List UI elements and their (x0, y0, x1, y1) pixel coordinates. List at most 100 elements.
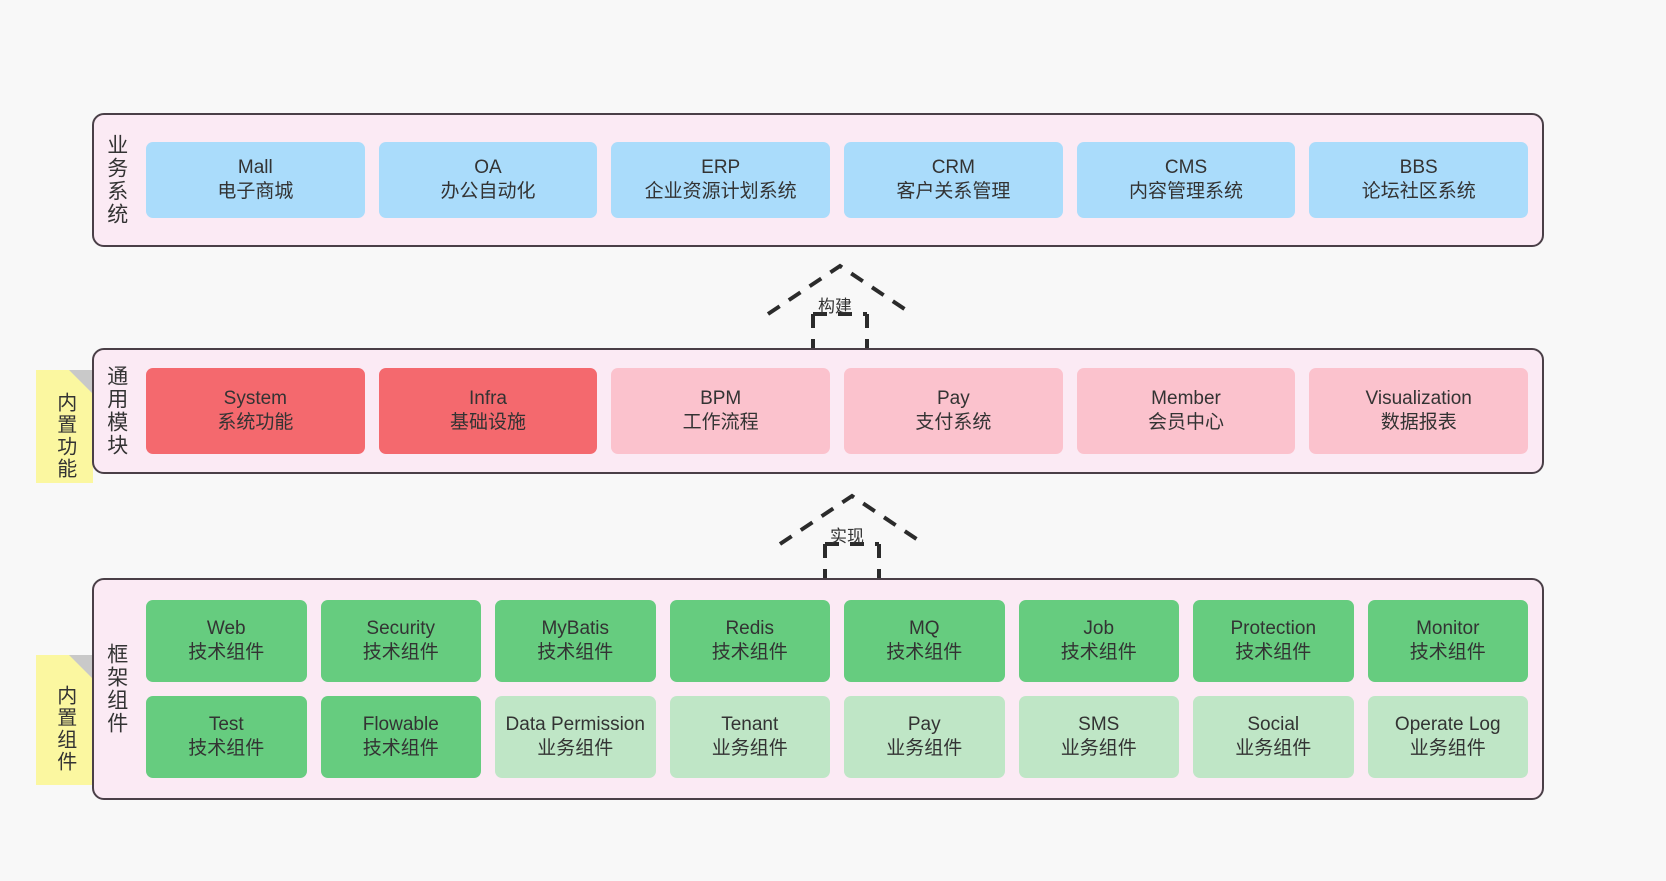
arrow-build-icon (766, 263, 914, 350)
node-test[interactable]: Test 技术组件 (146, 696, 307, 778)
node-mybatis[interactable]: MyBatis 技术组件 (495, 600, 656, 682)
node-cms[interactable]: CMS 内容管理系统 (1076, 142, 1296, 218)
node-pay[interactable]: Pay 支付系统 (844, 368, 1063, 454)
node-label-cn: 企业资源计划系统 (644, 181, 797, 202)
node-label-cn: 业务组件 (1409, 738, 1486, 759)
node-label-cn: 支付系统 (915, 412, 992, 433)
layer-title-business-systems: 业务系统 (104, 134, 128, 226)
node-label-cn: 技术组件 (886, 642, 963, 663)
node-label-en: Pay (936, 387, 970, 409)
layer-title-common-modules: 通用模块 (104, 365, 128, 457)
node-bpm[interactable]: BPM 工作流程 (611, 368, 831, 454)
node-label-en: Operate Log (1394, 713, 1501, 735)
node-label-cn: 技术组件 (362, 642, 439, 663)
node-social[interactable]: Social 业务组件 (1193, 696, 1354, 778)
node-label-cn: 办公自动化 (440, 181, 536, 202)
node-label-cn: 电子商城 (217, 181, 294, 202)
layer-title-framework-components: 框架组件 (104, 643, 128, 735)
node-mall[interactable]: Mall 电子商城 (146, 142, 365, 218)
node-redis[interactable]: Redis 技术组件 (669, 600, 830, 682)
note-label: 内置组件 (53, 685, 76, 773)
layer-body-framework-components: Web 技术组件 Security 技术组件 MyBatis 技术组件 Redi… (138, 580, 1542, 798)
node-mq[interactable]: MQ 技术组件 (844, 600, 1005, 682)
node-label-en: ERP (701, 156, 741, 178)
node-label-en: Data Permission (505, 713, 645, 735)
node-label-cn: 技术组件 (362, 738, 439, 759)
node-label-en: BBS (1399, 156, 1438, 178)
node-label-en: Monitor (1416, 617, 1480, 639)
node-label-en: MyBatis (541, 617, 610, 639)
node-label-cn: 技术组件 (1235, 642, 1312, 663)
node-label-cn: 业务组件 (886, 738, 963, 759)
node-label-cn: 会员中心 (1148, 412, 1225, 433)
arrow-implement: 实现 (762, 488, 942, 580)
node-label-cn: 技术组件 (188, 738, 265, 759)
node-label-en: MQ (908, 617, 940, 639)
node-pay-business[interactable]: Pay 业务组件 (844, 696, 1005, 778)
arrow-implement-label: 实现 (830, 527, 864, 546)
node-protection[interactable]: Protection 技术组件 (1193, 600, 1354, 682)
node-label-en: CMS (1164, 156, 1208, 178)
node-label-en: SMS (1078, 713, 1120, 735)
layer-body-business-systems: Mall 电子商城 OA 办公自动化 ERP 企业资源计划系统 CRM 客户关系… (138, 115, 1542, 245)
node-label-en: BPM (700, 387, 742, 409)
node-label-en: Infra (468, 387, 508, 409)
node-monitor[interactable]: Monitor 技术组件 (1367, 600, 1528, 682)
layer-row: System 系统功能 Infra 基础设施 BPM 工作流程 Pay 支付系统… (146, 368, 1529, 454)
node-visualization[interactable]: Visualization 数据报表 (1309, 368, 1529, 454)
node-label-cn: 数据报表 (1380, 412, 1457, 433)
node-bbs[interactable]: BBS 论坛社区系统 (1309, 142, 1529, 218)
node-security[interactable]: Security 技术组件 (320, 600, 481, 682)
node-label-en: Security (366, 617, 436, 639)
layer-business-systems: 业务系统 Mall 电子商城 OA 办公自动化 ERP 企业资源计划系统 CRM… (92, 113, 1544, 247)
node-label-cn: 技术组件 (1060, 642, 1137, 663)
arrow-build: 构建 (750, 258, 930, 350)
node-label-en: Web (206, 617, 246, 639)
node-label-en: Visualization (1365, 387, 1472, 409)
node-label-en: Flowable (362, 713, 439, 735)
node-label-en: Pay (907, 713, 941, 735)
node-crm[interactable]: CRM 客户关系管理 (844, 142, 1063, 218)
node-label-en: Mall (237, 156, 273, 178)
layer-common-modules: 通用模块 System 系统功能 Infra 基础设施 BPM 工作流程 Pay… (92, 348, 1544, 474)
note-fold-icon (69, 370, 93, 394)
node-label-en: Member (1151, 387, 1221, 409)
node-label-en: Tenant (721, 713, 779, 735)
node-label-en: OA (474, 156, 502, 178)
layer-row: Mall 电子商城 OA 办公自动化 ERP 企业资源计划系统 CRM 客户关系… (146, 142, 1529, 218)
node-label-en: Redis (725, 617, 775, 639)
node-label-en: Social (1247, 713, 1300, 735)
layer-framework-components: 框架组件 Web 技术组件 Security 技术组件 MyBatis 技术组件… (92, 578, 1544, 800)
layer-row: Test 技术组件 Flowable 技术组件 Data Permission … (146, 696, 1528, 778)
node-label-cn: 客户关系管理 (896, 181, 1011, 202)
node-oa[interactable]: OA 办公自动化 (378, 142, 598, 218)
node-label-cn: 业务组件 (1235, 738, 1312, 759)
node-job[interactable]: Job 技术组件 (1018, 600, 1179, 682)
layer-row: Web 技术组件 Security 技术组件 MyBatis 技术组件 Redi… (146, 600, 1528, 682)
note-builtin-features: 内置功能 (36, 370, 93, 483)
node-infra[interactable]: Infra 基础设施 (378, 368, 598, 454)
node-label-cn: 业务组件 (537, 738, 614, 759)
node-web[interactable]: Web 技术组件 (146, 600, 307, 682)
node-label-en: Job (1083, 617, 1115, 639)
node-sms[interactable]: SMS 业务组件 (1018, 696, 1179, 778)
arrow-build-label: 构建 (818, 297, 852, 316)
node-operate-log[interactable]: Operate Log 业务组件 (1367, 696, 1528, 778)
node-label-en: Test (208, 713, 244, 735)
node-flowable[interactable]: Flowable 技术组件 (320, 696, 481, 778)
node-tenant[interactable]: Tenant 业务组件 (669, 696, 830, 778)
node-system[interactable]: System 系统功能 (146, 368, 365, 454)
note-label: 内置功能 (53, 391, 76, 480)
node-label-cn: 论坛社区系统 (1361, 181, 1476, 202)
node-member[interactable]: Member 会员中心 (1076, 368, 1296, 454)
node-label-en: Protection (1230, 617, 1317, 639)
node-data-permission[interactable]: Data Permission 业务组件 (495, 696, 656, 778)
note-fold-icon (69, 655, 93, 679)
node-label-en: CRM (931, 156, 975, 178)
layer-body-common-modules: System 系统功能 Infra 基础设施 BPM 工作流程 Pay 支付系统… (138, 350, 1542, 472)
node-label-cn: 技术组件 (188, 642, 265, 663)
node-label-cn: 技术组件 (711, 642, 788, 663)
node-erp[interactable]: ERP 企业资源计划系统 (611, 142, 831, 218)
node-label-cn: 技术组件 (537, 642, 614, 663)
